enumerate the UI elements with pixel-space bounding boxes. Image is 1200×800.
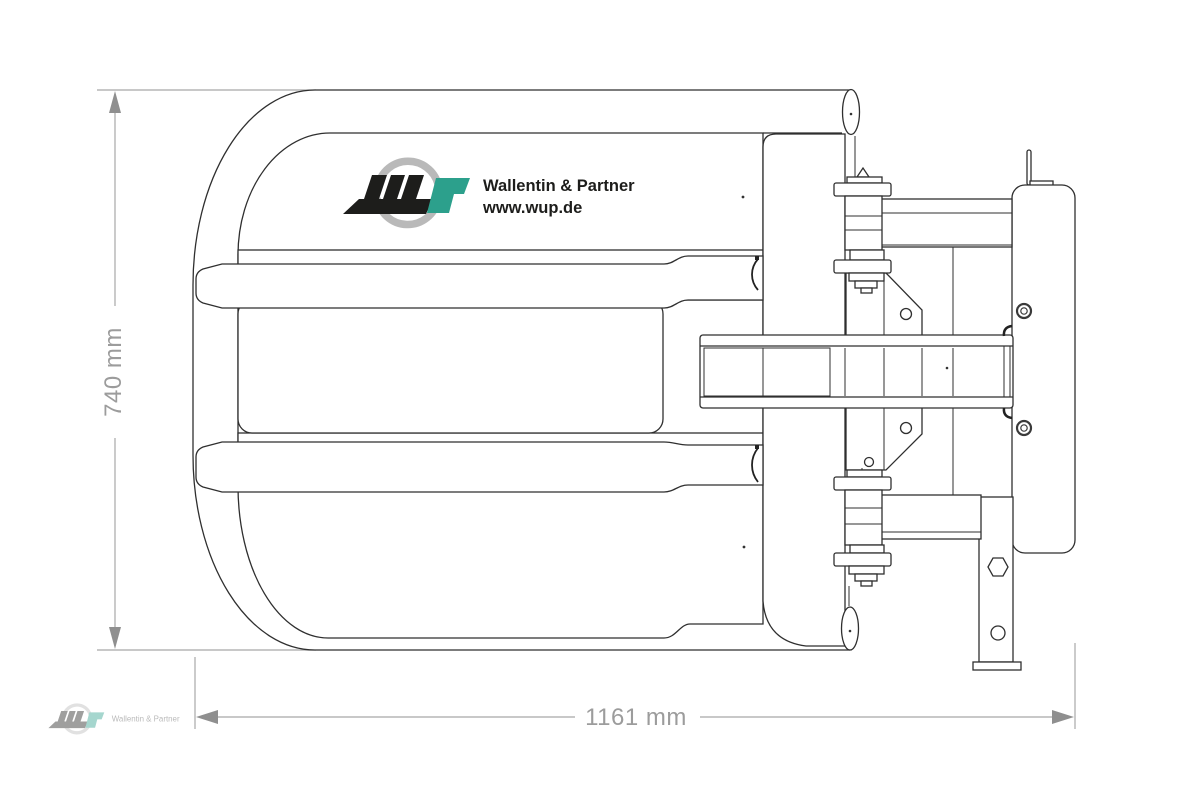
logo-company-name: Wallentin & Partner <box>483 177 635 195</box>
width-dimension: 1161 mm <box>194 643 1076 731</box>
bale-gripper-drawing <box>192 88 1076 671</box>
gusset-hole <box>899 421 913 435</box>
pivot-hinge-bottom <box>833 456 892 587</box>
tube-center-dot <box>849 112 853 116</box>
wup-logo-p <box>427 178 470 213</box>
body-dot <box>742 545 746 549</box>
height-dimension: 740 mm <box>97 89 316 651</box>
stand-foot <box>972 661 1022 671</box>
width-dimension-label: 1161 mm <box>585 704 687 731</box>
watermark: Wallentin & Partner <box>48 703 180 735</box>
hex-bolt-icon <box>987 557 1009 577</box>
stand-leg <box>972 496 1022 671</box>
wup-logo-mark-watermark <box>48 703 105 735</box>
mount-pin <box>1026 149 1032 186</box>
mount-plate-bushings <box>1015 302 1033 437</box>
tube-end-top <box>841 88 861 136</box>
leg-hole <box>990 625 1006 641</box>
arrow-up-icon <box>109 91 121 113</box>
watermark-company-name: Wallentin & Partner <box>112 715 180 724</box>
logo-website: www.wup.de <box>482 199 582 217</box>
height-dimension-label: 740 mm <box>100 327 127 417</box>
hinge-pin <box>855 166 871 178</box>
main-beam <box>699 324 1014 420</box>
top-arm <box>880 198 1013 248</box>
company-logo: Wallentin & Partner www.wup.de <box>343 157 635 229</box>
hinge-pin <box>863 456 875 468</box>
gusset-hole <box>899 307 913 321</box>
body-dot <box>741 195 745 199</box>
mount-plate <box>1011 184 1076 554</box>
wup-logo-w <box>343 175 433 214</box>
tube-end-bottom <box>840 606 860 651</box>
arrow-down-icon <box>109 627 121 649</box>
lower-tine <box>195 441 764 493</box>
wup-logo-mark <box>343 157 470 229</box>
tube-center-dot <box>848 629 852 633</box>
bottom-arm <box>880 494 982 540</box>
middle-panel <box>237 299 664 434</box>
arrow-right-icon <box>1052 710 1074 724</box>
arrow-left-icon <box>196 710 218 724</box>
pivot-hinge-top <box>833 166 892 294</box>
upper-tine <box>195 255 764 309</box>
